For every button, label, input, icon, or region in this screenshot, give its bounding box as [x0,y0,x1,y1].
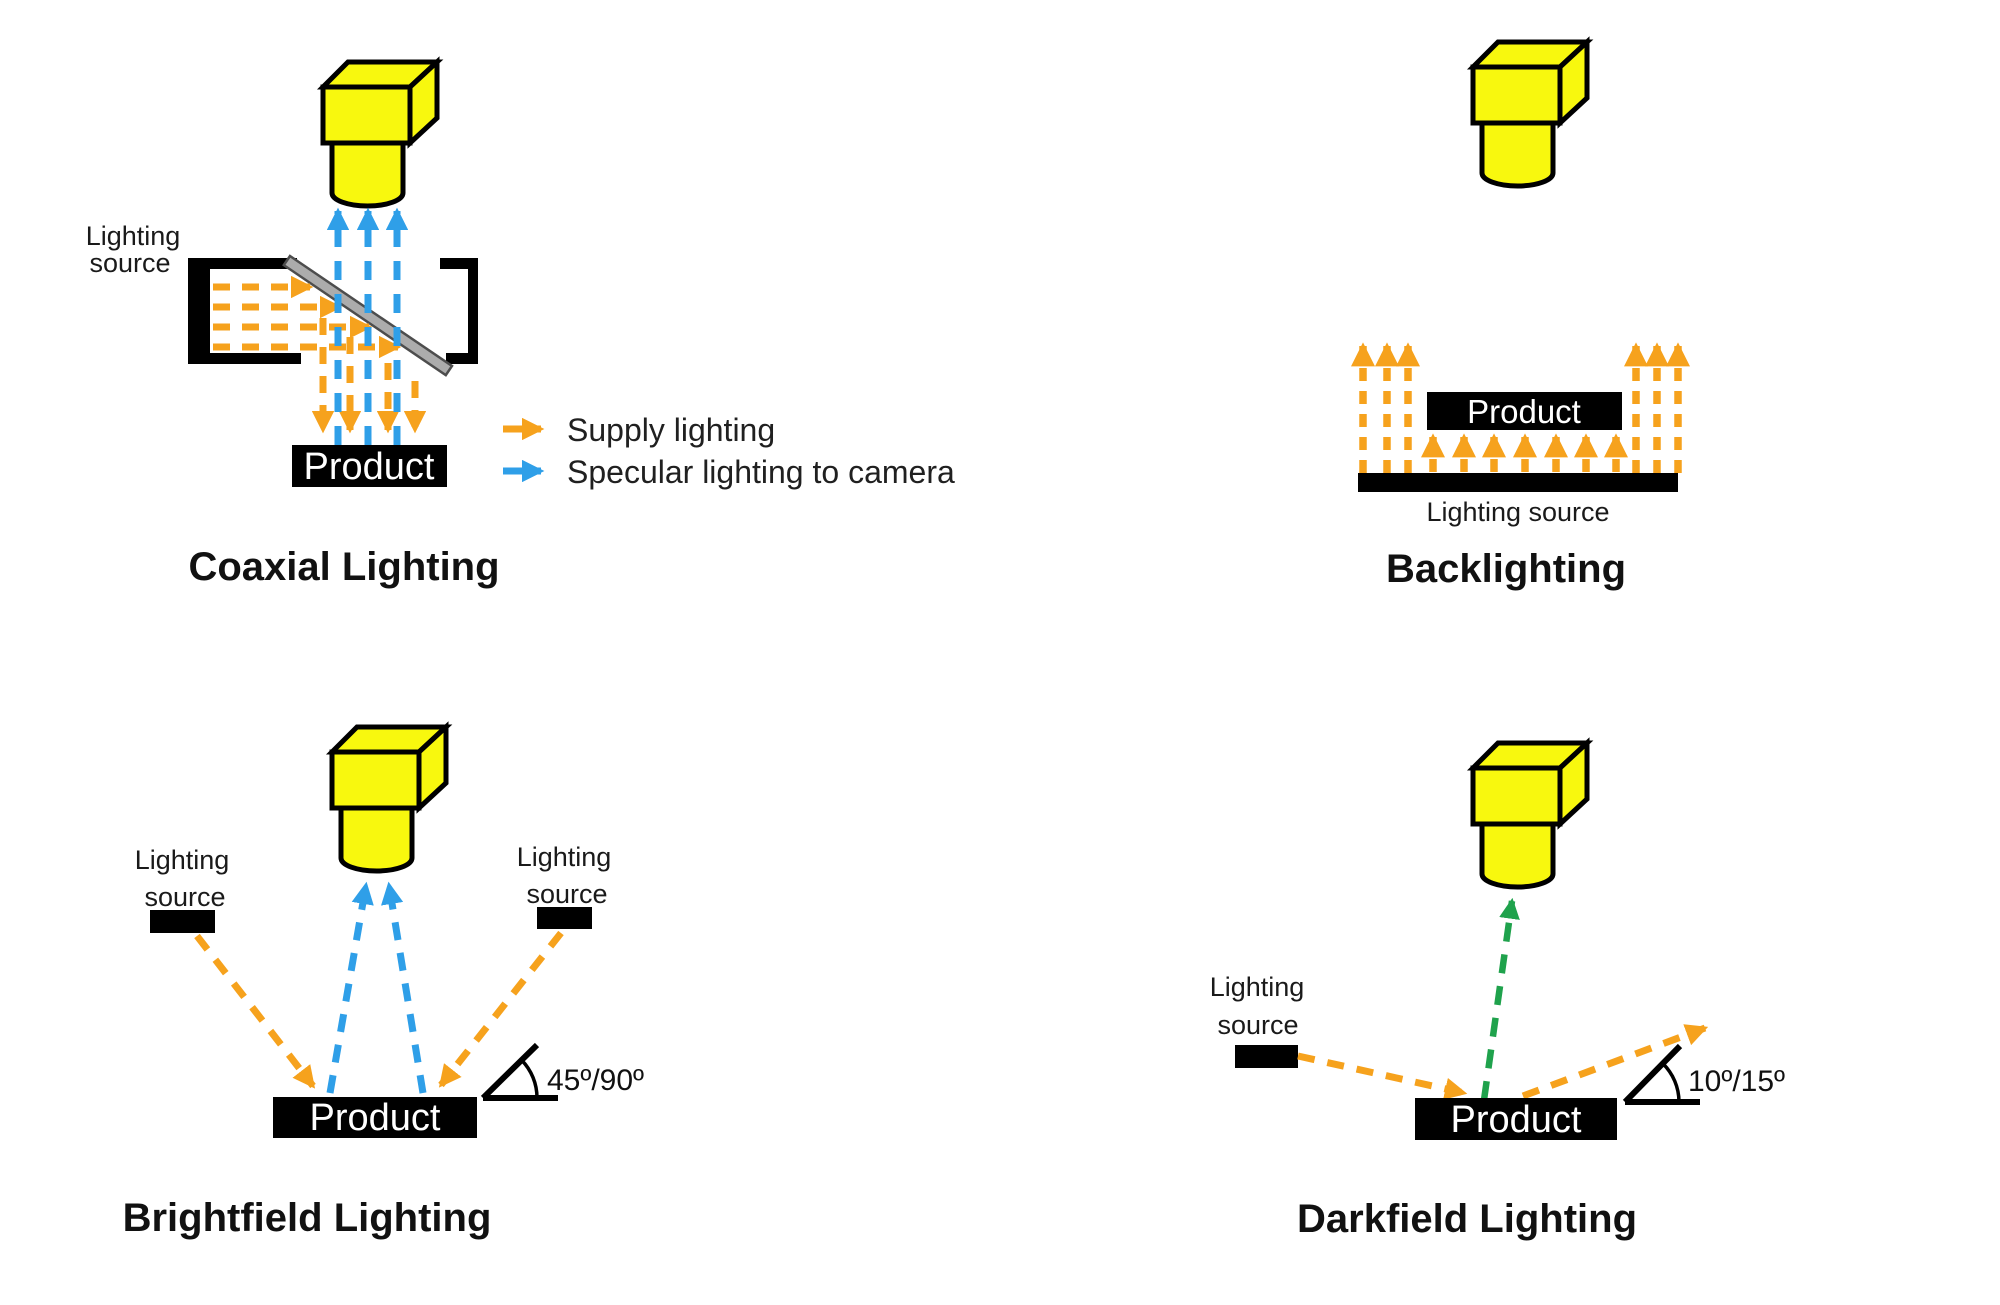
supply-beam-left [194,933,316,1089]
product-box [273,1097,477,1138]
source-label-line1: Lighting [86,221,181,251]
right-source-bar [537,907,592,929]
right-bracket-shape [440,258,478,364]
panel-title-backlighting: Backlighting [1386,547,1626,591]
panel-title-coaxial: Coaxial Lighting [188,545,499,589]
legend-specular-label: Specular lighting to camera [567,454,955,490]
left-source-label-line2: source [144,882,225,912]
product-box [1427,392,1622,430]
product-label: Product [304,446,435,488]
product-label: Product [1451,1099,1582,1141]
angle-figure [1622,1043,1700,1105]
panel-title-darkfield: Darkfield Lighting [1297,1197,1637,1241]
camera-icon [1473,743,1587,887]
angle-figure [480,1042,558,1101]
source-label: Lighting source [1426,497,1609,527]
camera-icon [323,62,437,206]
legend: Supply lighting Specular lighting to cam… [503,412,955,490]
source-label-line2: source [89,248,170,278]
panel-darkfield: Lighting source 10º/15º Product Darkfiel… [1210,743,1785,1241]
panel-backlighting: Product Lighting source Backlighting [1350,42,1691,591]
right-source-label-line2: source [526,879,607,909]
panel-coaxial: Product Lighting source Supply lighting … [86,62,955,589]
specular-ray-left [326,881,374,1094]
lighting-source-bar [1358,473,1678,492]
angle-label: 10º/15º [1688,1065,1785,1098]
panel-brightfield: Lighting source Lighting source 45º/90º … [123,727,644,1240]
product-label: Product [310,1097,441,1139]
left-source-bar [150,910,215,933]
source-label-line2: source [1217,1010,1298,1040]
source-label-line1: Lighting [1210,972,1305,1002]
left-source-label-line1: Lighting [135,845,230,875]
specular-ray-right [381,881,427,1094]
supply-beam-right [438,930,564,1088]
product-box [1415,1098,1617,1140]
panel-title-brightfield: Brightfield Lighting [123,1196,492,1240]
right-source-label-line1: Lighting [517,842,612,872]
product-label: Product [1467,393,1581,430]
camera-icon [332,727,446,871]
scattered-ray-to-camera [1480,897,1520,1101]
legend-supply-label: Supply lighting [567,412,775,448]
supply-beam-in [1297,1052,1468,1100]
product-box [292,445,447,487]
supply-beam-out [1521,1024,1709,1100]
source-bar [1235,1045,1298,1068]
camera-icon [1473,42,1587,186]
angle-label: 45º/90º [547,1064,644,1097]
